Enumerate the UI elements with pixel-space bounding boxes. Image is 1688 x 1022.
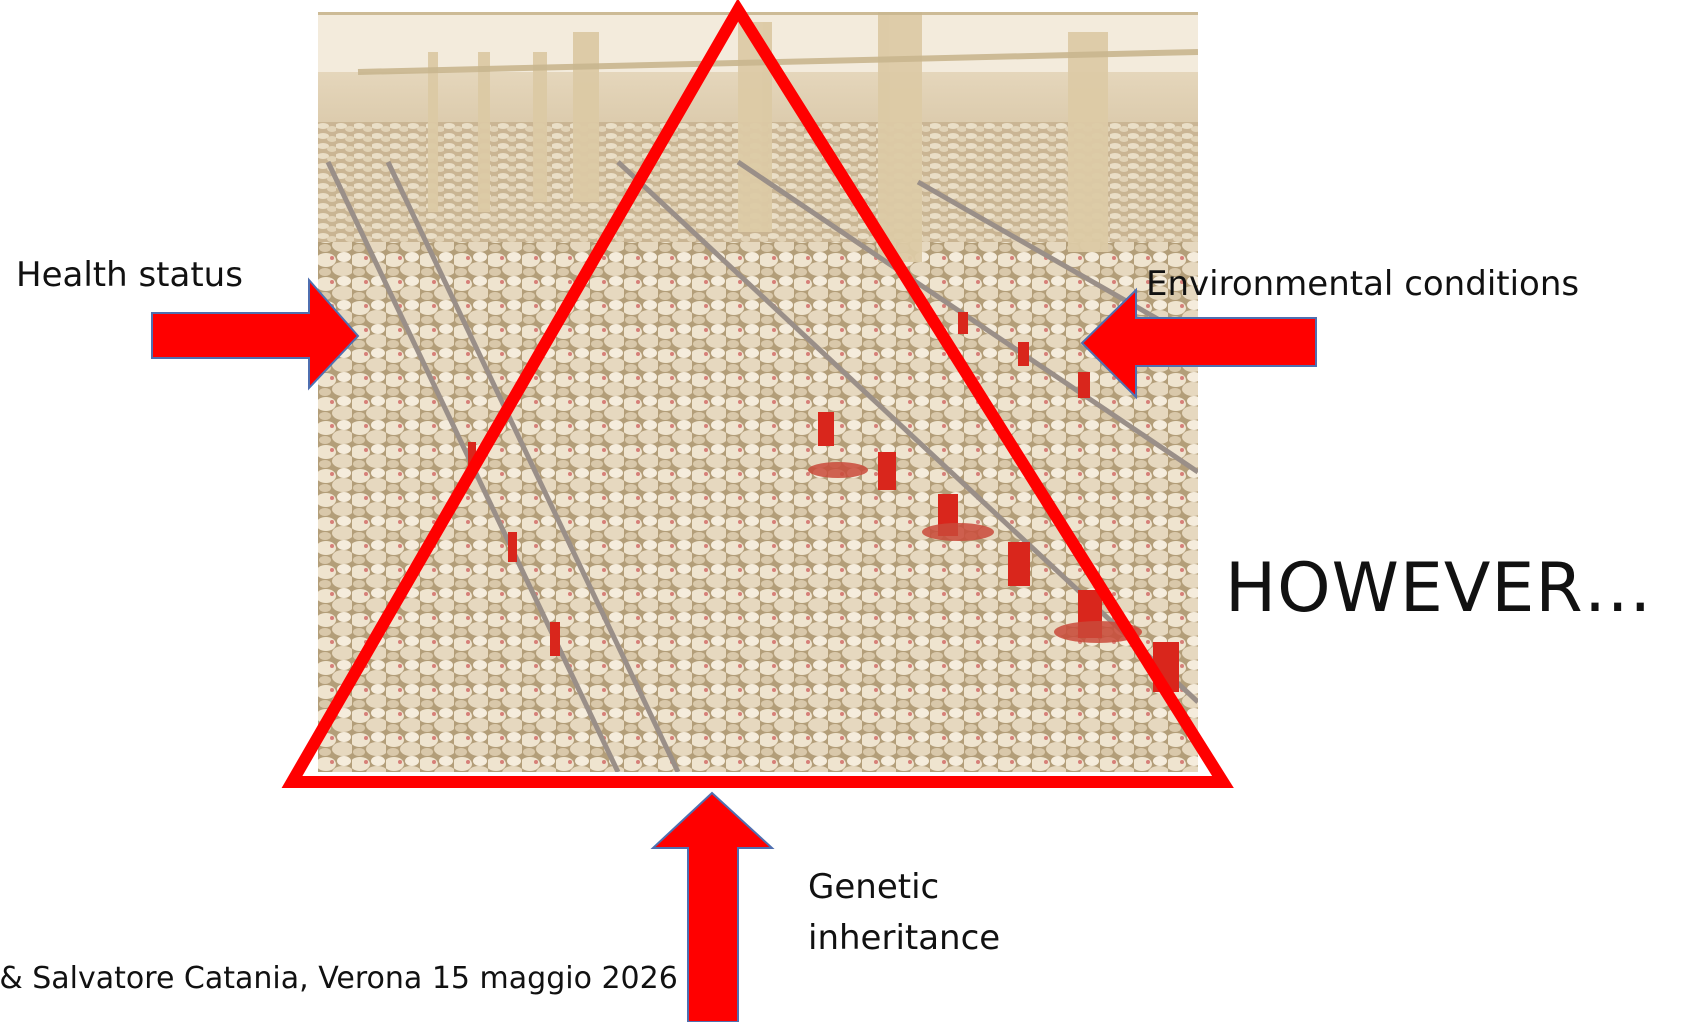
genetic-inheritance-label: Genetic inheritance [808,862,1000,964]
broiler-house-photo-drawing [318,12,1198,772]
genetic-label-line2: inheritance [808,918,1001,958]
footer-credit: Gino Cavazzi & Salvatore Catania, Verona… [0,958,958,1022]
broiler-house-photo [318,12,1198,772]
genetic-label-line1: Genetic [808,867,940,907]
headline-however: HOWEVER… [1225,549,1653,628]
footer-credit-text: Gino Cavazzi & Salvatore Catania, Verona… [0,961,678,996]
environmental-conditions-label: Environmental conditions [1146,264,1580,304]
health-status-label: Health status [16,255,243,295]
